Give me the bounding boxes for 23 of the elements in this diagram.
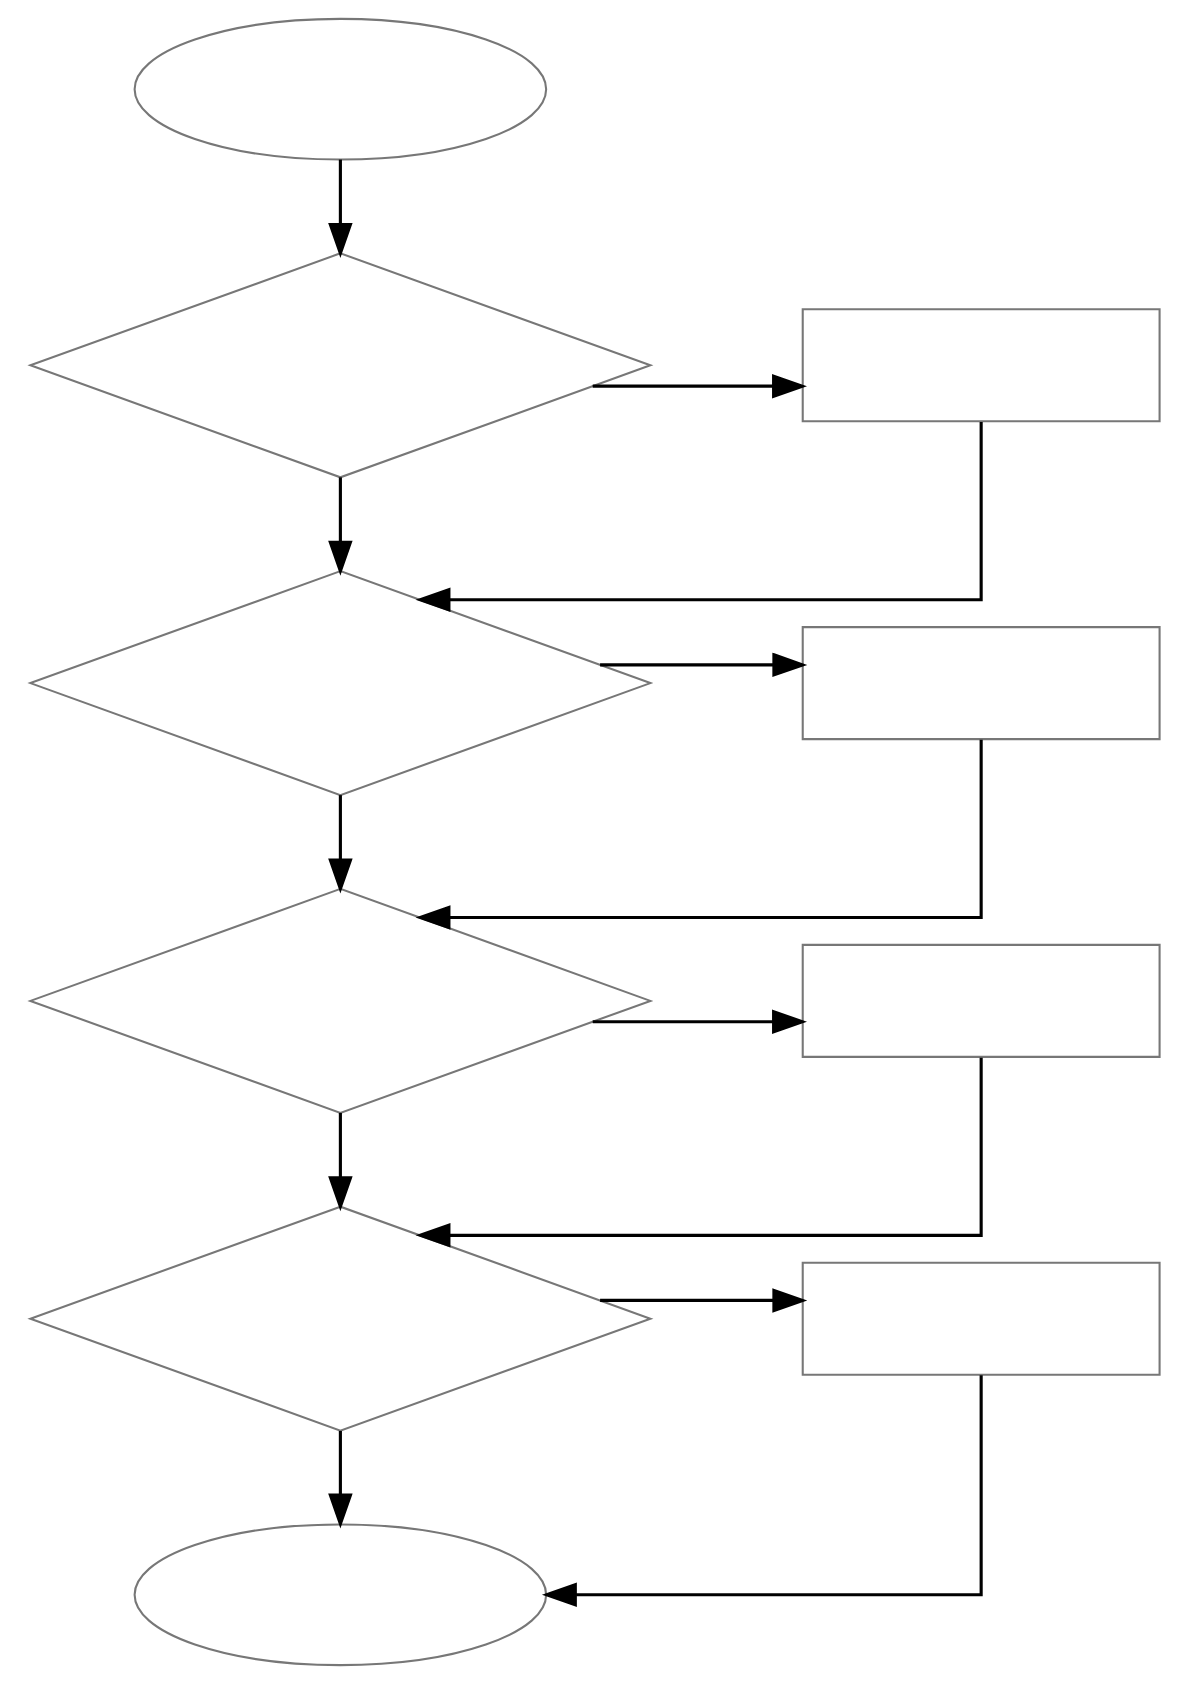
arrow	[600, 652, 808, 678]
node-box	[801, 626, 1161, 741]
node-oval	[133, 1523, 548, 1667]
arrow	[541, 1375, 983, 1607]
arrow	[592, 1009, 807, 1034]
node-box	[801, 943, 1161, 1058]
arrow	[328, 1430, 353, 1529]
arrow	[415, 739, 983, 930]
arrow	[415, 1057, 983, 1248]
node-diamond	[27, 887, 654, 1114]
node-box	[801, 1261, 1161, 1376]
node-oval	[133, 17, 548, 161]
arrow	[600, 1288, 808, 1313]
arrow	[328, 1112, 353, 1212]
arrow	[415, 422, 983, 612]
arrow	[328, 795, 353, 894]
node-diamond	[27, 252, 654, 479]
node-box	[801, 308, 1161, 423]
arrow	[328, 159, 353, 258]
arrow	[592, 373, 807, 399]
arrow	[328, 477, 353, 576]
node-diamond	[27, 570, 654, 797]
node-diamond	[27, 1205, 654, 1432]
